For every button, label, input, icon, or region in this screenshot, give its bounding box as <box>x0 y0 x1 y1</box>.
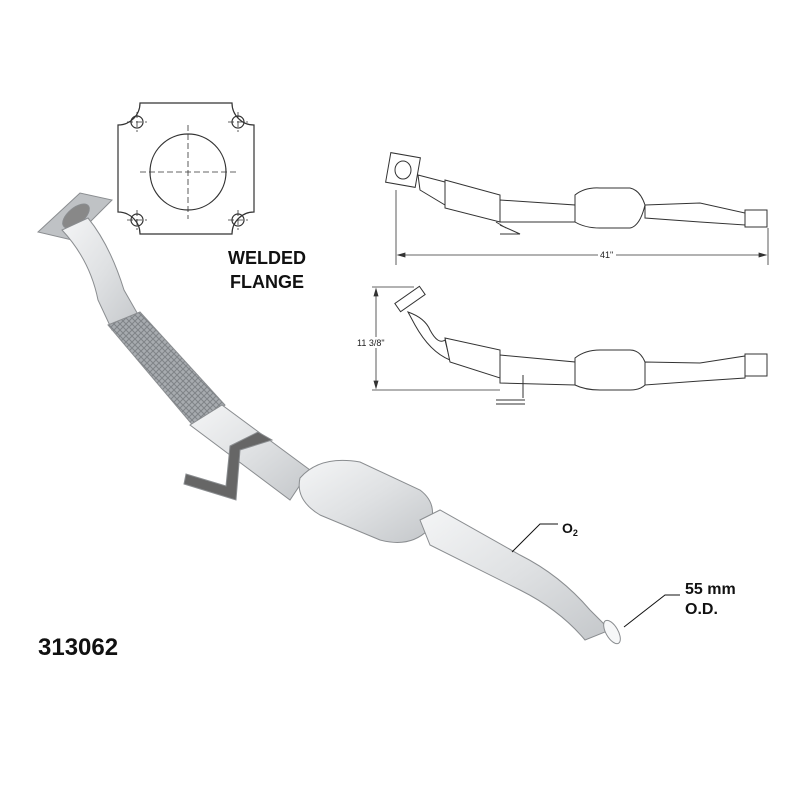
outlet-leader-line <box>623 594 680 628</box>
length-dimension-label: 41" <box>600 250 613 260</box>
outlet-size-label: 55 mm <box>685 581 736 598</box>
outlet-end <box>603 619 621 645</box>
part-number: 313062 <box>38 634 118 661</box>
converter-body <box>298 459 433 543</box>
o2-leader-line <box>511 523 558 553</box>
o2-sensor-label: O2 <box>562 520 578 538</box>
mounting-bracket <box>183 431 274 501</box>
height-dimension-label: 11 3/8" <box>357 338 385 348</box>
top-view-drawing <box>385 152 768 235</box>
outlet-od-label: O.D. <box>685 601 718 618</box>
flange-label-line1: WELDED <box>228 248 306 268</box>
height-dimension <box>372 286 500 391</box>
length-dimension <box>395 190 769 265</box>
flex-pipe-section <box>107 311 226 429</box>
catalytic-converter-illustration <box>36 192 621 645</box>
side-view-drawing <box>394 285 768 405</box>
flange-detail-drawing <box>117 102 255 235</box>
flange-label-line2: FLANGE <box>230 272 304 292</box>
